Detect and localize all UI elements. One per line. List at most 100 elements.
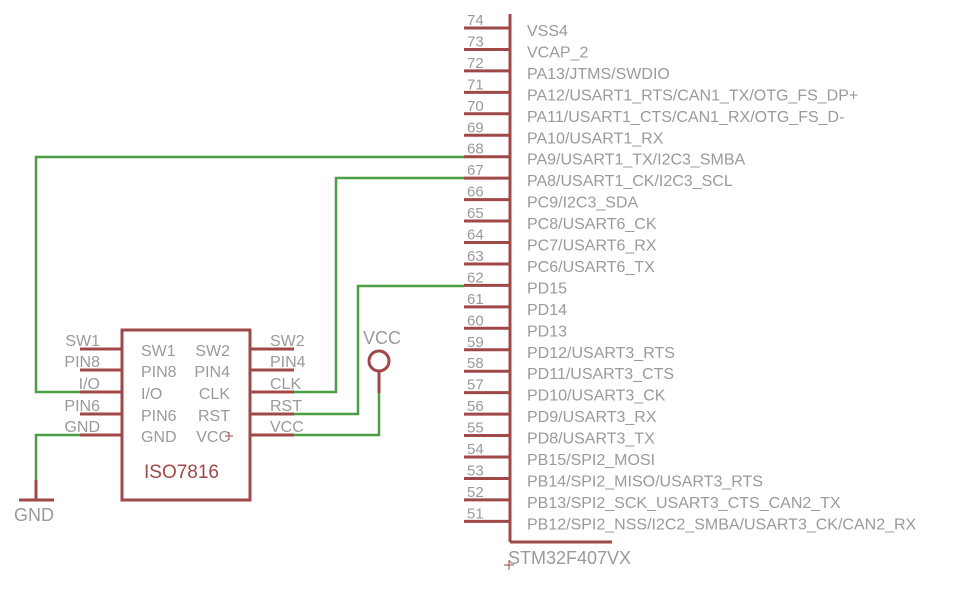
pin-net-label: I/O	[79, 376, 100, 393]
pin-net-label: SW1	[65, 333, 100, 350]
pin-name: PD8/USART3_TX	[527, 431, 655, 448]
pin-number: 73	[467, 33, 484, 50]
vcc-label: VCC	[363, 328, 401, 348]
wire-vcc[interactable]	[294, 393, 381, 437]
pin-name: PC7/USART6_RX	[527, 238, 657, 255]
pin-inner-label: PIN8	[141, 364, 177, 381]
pin-number: 61	[467, 291, 484, 308]
pin-net-label: CLK	[270, 376, 301, 393]
pin-inner-label: RST	[198, 408, 230, 425]
iso7816-right-pin[interactable]: VCC VCC	[196, 419, 304, 446]
pin-number: 64	[467, 227, 484, 244]
pin-name: VSS4	[527, 23, 568, 40]
mcu-part-name: STM32F407VX	[508, 548, 631, 568]
iso7816-left-pin[interactable]: I/O I/O	[79, 376, 163, 403]
pin-number: 54	[467, 441, 484, 458]
pin-number: 60	[467, 312, 484, 329]
pin-name: PD10/USART3_CK	[527, 388, 666, 405]
pin-name: PC8/USART6_CK	[527, 216, 657, 233]
vcc-circle-icon	[367, 349, 391, 373]
pin-name: PD14	[527, 302, 567, 319]
wire-io-pa9[interactable]	[34, 155, 464, 394]
pin-name: PA13/JTMS/SWDIO	[527, 66, 670, 83]
pin-name: PD12/USART3_RTS	[527, 345, 675, 362]
pin-number: 59	[467, 334, 484, 351]
pin-name: PA8/USART1_CK/I2C3_SCL	[527, 173, 733, 190]
pin-number: 69	[467, 119, 484, 136]
wire-clk-pa8[interactable]	[294, 176, 464, 394]
pin-net-label: VCC	[270, 419, 304, 436]
pin-name: PA12/USART1_RTS/CAN1_TX/OTG_FS_DP+	[527, 87, 858, 104]
pin-number: 72	[467, 55, 484, 72]
wire-rst-pd15[interactable]	[294, 284, 464, 416]
iso7816-part-name: ISO7816	[144, 462, 219, 483]
mcu-pin-51[interactable]: 51PB12/SPI2_NSS/I2C2_SMBA/USART3_CK/CAN2…	[464, 505, 917, 533]
pin-name: PD11/USART3_CTS	[527, 366, 674, 383]
pin-number: 53	[467, 462, 484, 479]
pin-number: 52	[467, 484, 484, 501]
pin-name: PC9/I2C3_SDA	[527, 195, 638, 212]
pin-name: PB15/SPI2_MOSI	[527, 452, 655, 469]
pin-name: PA11/USART1_CTS/CAN1_RX/OTG_FS_D-	[527, 109, 844, 126]
iso7816-symbol[interactable]: SW1SW1PIN8PIN8I/OI/OPIN6PIN6GNDGNDSW2SW2…	[64, 328, 306, 502]
vcc-power-symbol[interactable]: VCC	[363, 328, 401, 393]
pin-number: 74	[467, 12, 484, 29]
pin-inner-label: VCC	[196, 429, 230, 446]
pin-number: 58	[467, 355, 484, 372]
pin-name: PA9/USART1_TX/I2C3_SMBA	[527, 152, 745, 169]
pin-name: VCAP_2	[527, 44, 588, 61]
pin-number: 67	[467, 162, 484, 179]
pin-number: 68	[467, 141, 484, 158]
pin-inner-label: I/O	[141, 386, 162, 403]
pin-number: 70	[467, 98, 484, 115]
wire-gnd[interactable]	[34, 433, 80, 480]
pin-name: PD15	[527, 280, 567, 297]
mcu-origin-cross	[504, 560, 514, 570]
pin-number: 56	[467, 398, 484, 415]
pin-inner-label: SW2	[195, 343, 230, 360]
mcu-symbol[interactable]: 74VSS473VCAP_272PA13/JTMS/SWDIO71PA12/US…	[464, 12, 917, 570]
pin-net-label: PIN6	[64, 398, 100, 415]
pin-number: 51	[467, 505, 484, 522]
pin-inner-label: PIN6	[141, 408, 177, 425]
pin-number: 65	[467, 205, 484, 222]
pin-net-label: PIN4	[270, 354, 306, 371]
pin-name: PC6/USART6_TX	[527, 259, 655, 276]
gnd-power-symbol[interactable]: GND	[14, 480, 54, 525]
iso7816-origin-cross	[225, 432, 233, 440]
pin-number: 71	[467, 76, 484, 93]
gnd-label: GND	[14, 505, 54, 525]
